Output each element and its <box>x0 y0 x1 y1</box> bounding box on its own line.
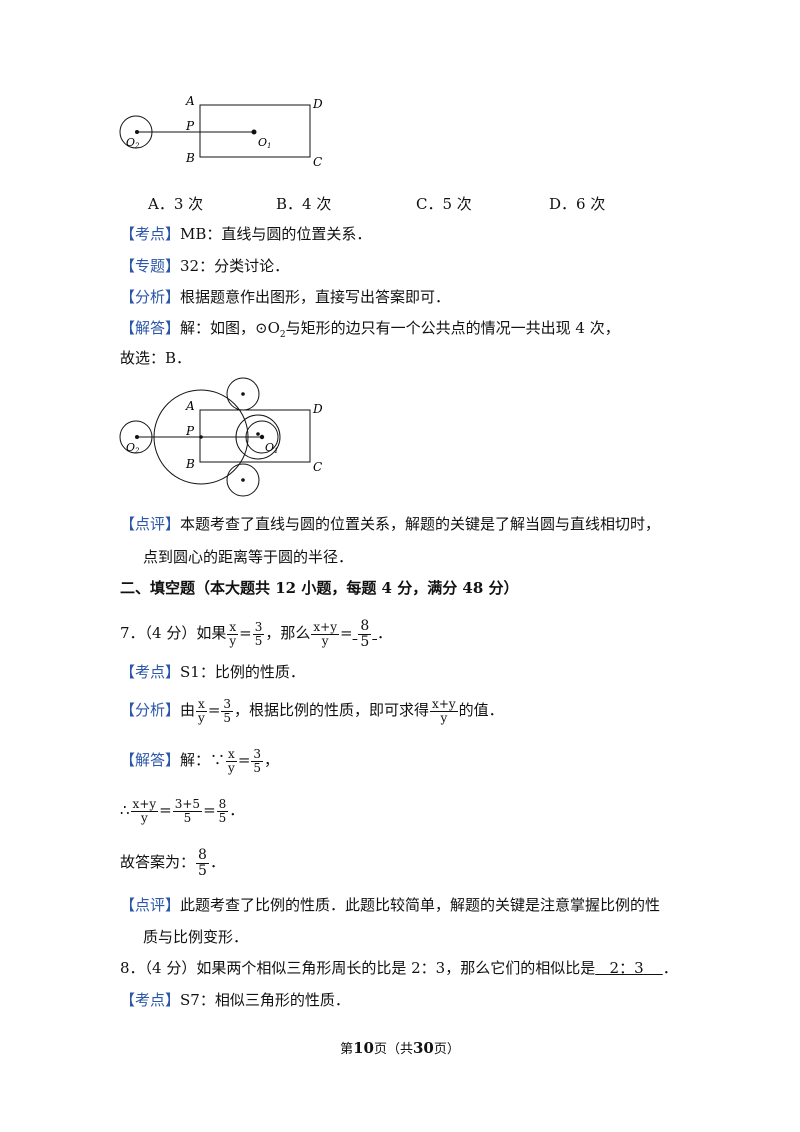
point-o1 <box>251 129 257 135</box>
q6-dianping-cont: 点到圆心的距离等于圆的半径． <box>143 548 354 566</box>
page-footer: 第10页（共30页） <box>340 1039 460 1057</box>
label-o1-2: O1 <box>265 441 279 455</box>
q6-dianping: 【点评】本题考查了直线与圆的位置关系，解题的关键是了解当圆与直线相切时， <box>120 515 661 533</box>
point-bottom <box>241 478 245 482</box>
point-o2 <box>135 130 139 134</box>
label-c-2: C <box>313 460 322 474</box>
figure-solution-circles: A P B D C O2 O1 <box>119 377 323 497</box>
label-c: C <box>313 155 322 169</box>
circle-bottom <box>226 463 260 497</box>
q6-jieda: 【解答】解：如图，⊙O2与矩形的边只有一个公共点的情况一共出现 4 次， <box>120 319 620 340</box>
label-o2: O2 <box>126 136 140 150</box>
point-top <box>241 392 245 396</box>
q6-zhuanti: 【专题】32：分类讨论． <box>120 257 290 275</box>
label-p: P <box>185 119 195 133</box>
figure-rectangle-circle: A P B D C O2 O1 <box>119 94 323 169</box>
q8-stem: 8．（4 分）如果两个相似三角形周长的比是 2：3，那么它们的相似比是 2：3 … <box>120 959 678 977</box>
q6-guxuan: 故选：B． <box>120 349 192 367</box>
circle-top <box>226 377 260 411</box>
point-right <box>256 432 260 436</box>
rectangle-abcd <box>199 104 311 158</box>
label-a: A <box>185 94 195 108</box>
label-b-2: B <box>185 457 195 471</box>
option-a: A．3 次 <box>148 195 204 213</box>
rectangle-abcd-2 <box>199 409 311 463</box>
q6-fenxi: 【分析】根据题意作出图形，直接写出答案即可． <box>120 288 451 306</box>
option-b: B．4 次 <box>276 195 332 213</box>
label-b: B <box>185 151 195 165</box>
label-o2-2: O2 <box>126 441 140 455</box>
label-o1: O1 <box>258 136 272 150</box>
label-p-2: P <box>185 424 195 438</box>
section-title: 二、填空题（本大题共 12 小题，每题 4 分，满分 48 分） <box>120 579 519 597</box>
point-o2-2 <box>135 435 139 439</box>
point-o1-2 <box>259 434 265 440</box>
label-a-2: A <box>185 399 195 413</box>
q8-kaodian: 【考点】S7：相似三角形的性质． <box>120 991 350 1009</box>
q7-kaodian: 【考点】S1：比例的性质． <box>120 663 305 681</box>
option-c: C．5 次 <box>416 195 472 213</box>
label-d: D <box>312 97 323 111</box>
point-large-center <box>199 435 203 439</box>
q7-dianping: 【点评】此题考查了比例的性质．此题比较简单，解题的关键是注意掌握比例的性 <box>120 896 661 914</box>
q6-kaodian: 【考点】MB：直线与圆的位置关系． <box>120 225 372 243</box>
q8-answer: 2：3 <box>609 959 644 977</box>
option-d: D．6 次 <box>549 195 606 213</box>
q7-dianping-cont: 质与比例变形． <box>143 928 249 946</box>
label-d-2: D <box>312 402 323 416</box>
